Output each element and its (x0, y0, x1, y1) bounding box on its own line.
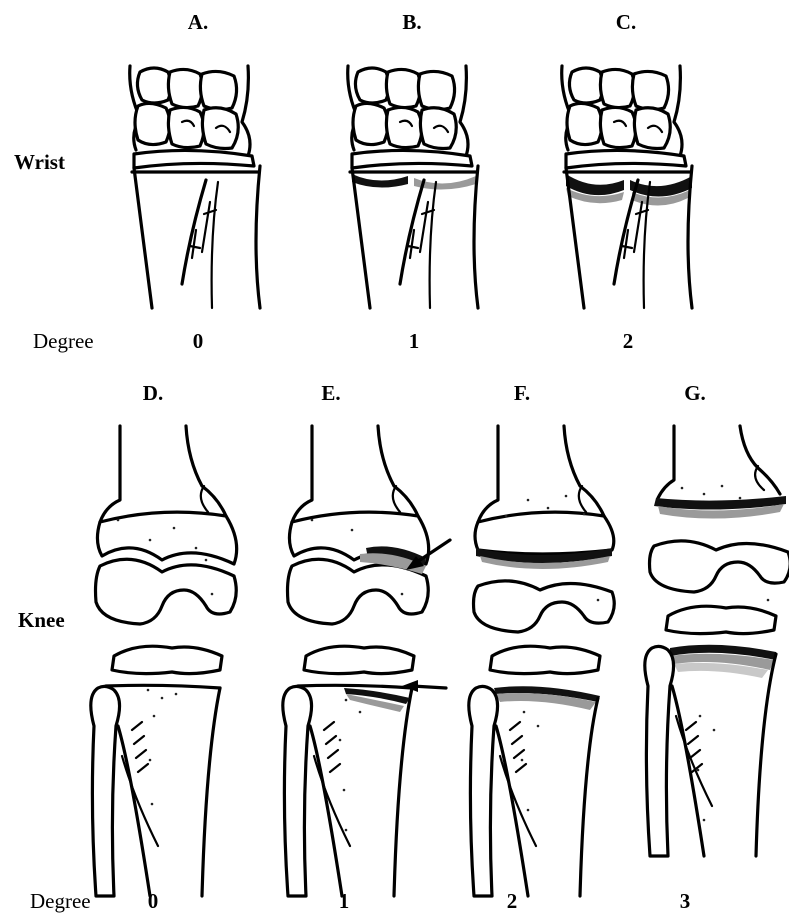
wrist-figure-c (562, 66, 692, 308)
knee-figure-f (469, 426, 614, 896)
knee-figure-g (645, 426, 789, 856)
wrist-figure-a (130, 66, 260, 308)
knee-figure-e (283, 426, 429, 896)
hatching (132, 722, 702, 772)
knee-figure-d (91, 426, 237, 896)
arrow-tibia (402, 680, 446, 692)
wrist-figure-b (348, 66, 478, 308)
